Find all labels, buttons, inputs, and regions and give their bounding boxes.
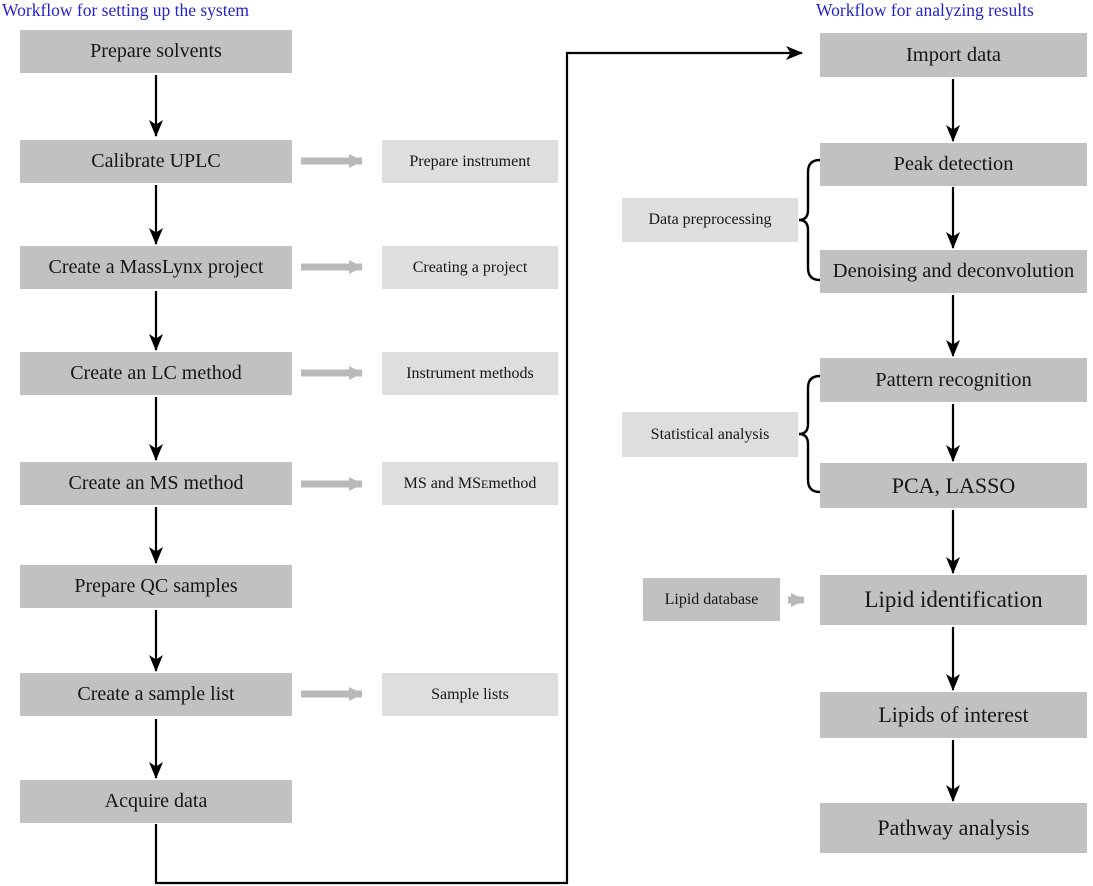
- left-side-arrows: [301, 154, 363, 701]
- group-label-statistical-analysis: Statistical analysis: [622, 412, 798, 457]
- step-box-import-data: Import data: [820, 33, 1087, 77]
- step-box-masslynx-project: Create a MassLynx project: [20, 246, 292, 289]
- right-workflow-title: Workflow for analyzing results: [816, 0, 1034, 20]
- loop-connector-line: [154, 46, 803, 885]
- left-workflow-title: Workflow for setting up the system: [2, 0, 249, 20]
- brace-data-preprocessing: [798, 158, 821, 282]
- step-box-lc-method: Create an LC method: [20, 352, 292, 395]
- step-box-ms-method: Create an MS method: [20, 462, 292, 505]
- step-box-qc-samples: Prepare QC samples: [20, 565, 292, 608]
- ms-label-text-tail: method: [488, 474, 537, 492]
- step-box-denoising-deconvolution: Denoising and deconvolution: [820, 250, 1087, 293]
- step-box-sample-list: Create a sample list: [20, 673, 292, 716]
- input-box-lipid-database: Lipid database: [643, 578, 780, 621]
- group-label-data-preprocessing: Data preprocessing: [622, 198, 798, 242]
- step-box-pca-lasso: PCA, LASSO: [820, 463, 1087, 508]
- step-box-calibrate-uplc: Calibrate UPLC: [20, 140, 292, 183]
- side-label-creating-project: Creating a project: [382, 246, 558, 289]
- step-box-acquire-data: Acquire data: [20, 780, 292, 823]
- side-label-instrument-methods: Instrument methods: [382, 352, 558, 395]
- step-box-prepare-solvents: Prepare solvents: [20, 30, 292, 73]
- side-label-sample-lists: Sample lists: [382, 673, 558, 716]
- side-label-prepare-instrument: Prepare instrument: [382, 140, 558, 183]
- brace-statistical-analysis: [798, 374, 821, 494]
- step-box-lipid-identification: Lipid identification: [820, 575, 1087, 625]
- step-box-peak-detection: Peak detection: [820, 143, 1087, 186]
- step-box-pattern-recognition: Pattern recognition: [820, 358, 1087, 402]
- step-box-pathway-analysis: Pathway analysis: [820, 803, 1087, 853]
- step-box-lipids-of-interest: Lipids of interest: [820, 692, 1087, 738]
- ms-label-text: MS and MS: [403, 474, 481, 492]
